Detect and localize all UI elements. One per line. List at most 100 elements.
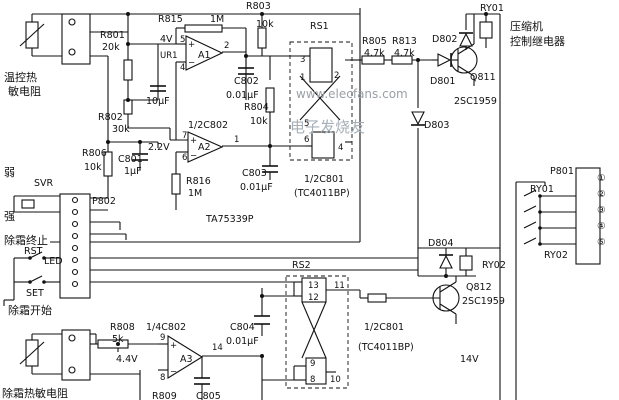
c801-label: C801 xyxy=(118,154,143,165)
svg-text:+: + xyxy=(190,136,197,146)
resistor-r815 xyxy=(184,24,223,33)
voltage-2-2v: 2.2V xyxy=(148,142,170,153)
r805-label: R805 xyxy=(362,36,387,47)
component-labels: 温控热 敏电阻 R801 20k R815 1M R803 10k 4V UR1… xyxy=(2,1,606,400)
r816-value: 1M xyxy=(188,188,202,199)
rs2-pin-8: 8 xyxy=(310,375,315,385)
q812-label: Q812 xyxy=(466,282,492,293)
a1-pin-2: 2 xyxy=(224,41,229,51)
a2-pin-6: 6 xyxy=(182,153,187,163)
watermark-cn: 电子发烧友 xyxy=(290,118,365,136)
r815-label: R815 xyxy=(158,14,183,25)
p801-pin-2: ② xyxy=(597,189,606,200)
sensor-temp-label-1: 温控热 xyxy=(4,70,37,84)
rs1-type: (TC4011BP) xyxy=(294,188,350,199)
p801-pin-1: ① xyxy=(597,173,606,184)
c803-label: C803 xyxy=(242,168,267,179)
r808-label: R808 xyxy=(110,322,135,333)
resistor-r2 xyxy=(367,293,387,303)
voltage-14v: 14V xyxy=(460,354,479,365)
d802-label: D802 xyxy=(432,34,457,45)
connector-p801 xyxy=(575,167,601,265)
a1-label: A1 xyxy=(198,50,211,61)
rs2-gate-lower xyxy=(305,357,327,385)
diode-d801-icon xyxy=(437,53,452,67)
r816-label: R816 xyxy=(186,176,211,187)
d804-label: D804 xyxy=(428,238,453,249)
r813-label: R813 xyxy=(392,36,417,47)
rst-label: RST xyxy=(24,246,43,257)
rs1-chip: 1/2С801 xyxy=(304,174,344,185)
resistor-r816 xyxy=(171,173,181,195)
svg-text:+: + xyxy=(188,40,195,50)
ic-c802-quarter: 1/4С802 xyxy=(146,322,186,333)
sensor-temp-label-2: 敏电阻 xyxy=(8,84,41,98)
c804-label: C804 xyxy=(230,322,255,333)
c802-label: C802 xyxy=(234,76,259,87)
junction-dots xyxy=(28,12,542,358)
r804-value: 10k xyxy=(250,116,268,127)
set-label: SET xyxy=(26,288,44,299)
ry01-label: RY01 xyxy=(480,3,504,14)
transistor-q812-icon xyxy=(432,284,460,312)
rs2-type: (TC4011BP) xyxy=(358,342,414,353)
a3-label: A3 xyxy=(180,354,193,365)
r801-value: 20k xyxy=(102,42,120,53)
r808-value: 5k xyxy=(112,334,124,345)
relay-ry02-coil xyxy=(459,255,473,271)
resistor-r806 xyxy=(103,151,113,177)
resistor-r808 xyxy=(97,339,129,349)
q811-type: 2SC1959 xyxy=(454,96,497,107)
r801-label: R801 xyxy=(100,30,125,41)
led-label: LED xyxy=(44,256,63,267)
r805-value: 4.7k xyxy=(364,48,385,59)
r813-value: 4.7k xyxy=(394,48,415,59)
a3-pin-9: 9 xyxy=(160,333,165,343)
sensor-connector-top xyxy=(61,13,91,65)
svg-text:−: − xyxy=(188,58,195,68)
rs1-label: RS1 xyxy=(310,21,329,32)
rs2-label: RS2 xyxy=(292,260,311,271)
a1-pin-5: 5 xyxy=(180,35,185,45)
resistor-r802 xyxy=(123,99,133,115)
c801-value: 1μF xyxy=(124,166,142,177)
rs2-pin-9: 9 xyxy=(310,359,315,369)
a2-label: A2 xyxy=(198,142,211,153)
ry02-label: RY02 xyxy=(482,260,506,271)
rs2-gate-upper xyxy=(301,277,327,303)
r804-label: R804 xyxy=(244,102,269,113)
rs1-gate-lower xyxy=(311,131,335,159)
relay-ry01-coil xyxy=(479,21,493,39)
defrost-start-label: 除霜开始 xyxy=(8,303,52,317)
rs2-pin-13: 13 xyxy=(308,281,319,291)
defrost-end-label: 除霜终止 xyxy=(4,233,48,247)
a3-pin-8: 8 xyxy=(160,373,165,383)
diode-d803-icon xyxy=(411,111,425,126)
sensor-connector-bottom xyxy=(61,329,91,381)
rs1-pin-6: 6 xyxy=(304,135,309,145)
rs2-dashed-frame xyxy=(285,275,349,389)
diode-d804-icon xyxy=(439,254,453,269)
r803-label: R803 xyxy=(246,1,271,12)
resistor-r803 xyxy=(257,27,267,49)
c802-value: 0.01μF xyxy=(226,90,259,101)
a1-pin-4: 4 xyxy=(180,63,185,73)
p801-label: P801 xyxy=(550,166,574,177)
q812-type: 2SC1959 xyxy=(462,296,505,307)
potentiometer-svr xyxy=(21,199,35,209)
rs1-pin-2: 2 xyxy=(334,71,339,81)
sensor-defrost-label: 除霜热敏电阻 xyxy=(2,386,68,400)
d803-label: D803 xyxy=(424,120,449,131)
opamp-a3-icon: +− xyxy=(167,335,204,379)
c-10uf: 10μF xyxy=(146,96,170,107)
c805-label: C805 xyxy=(196,391,221,400)
q811-label: Q811 xyxy=(470,72,496,83)
p801-pin-4: ④ xyxy=(597,221,606,232)
a2-pin-1: 1 xyxy=(234,135,239,145)
rs2-pin-10: 10 xyxy=(330,375,341,385)
rs1-gate-upper xyxy=(309,47,333,83)
connector-pins xyxy=(68,18,79,374)
rs2-pin-11: 11 xyxy=(334,281,345,291)
